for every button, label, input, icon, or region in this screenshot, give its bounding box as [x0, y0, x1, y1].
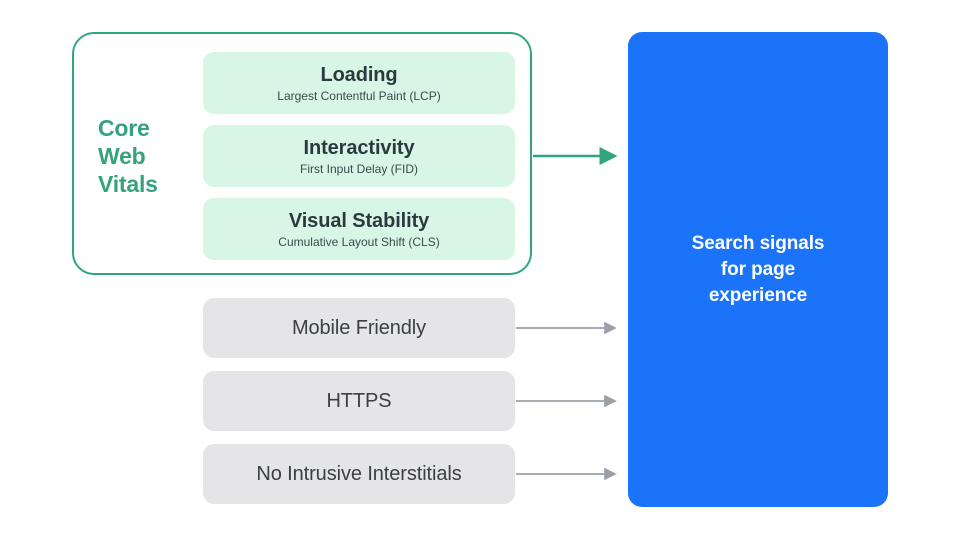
- core-web-vitals-label: Core Web Vitals: [98, 114, 188, 198]
- signal-card-no-intrusive-interstitials: No Intrusive Interstitials: [203, 444, 515, 504]
- search-signals-panel: Search signals for page experience: [628, 32, 888, 507]
- signal-label: No Intrusive Interstitials: [256, 463, 462, 485]
- core-web-vitals-label-line-3: Vitals: [98, 171, 158, 197]
- metric-title: Visual Stability: [288, 209, 430, 232]
- core-web-vitals-group: [72, 32, 532, 275]
- core-web-vitals-label-line-2: Web: [98, 143, 146, 169]
- metric-subtitle: First Input Delay (FID): [299, 161, 419, 176]
- signal-label: HTTPS: [326, 390, 392, 412]
- signal-card-mobile-friendly: Mobile Friendly: [203, 298, 515, 358]
- metric-subtitle: Cumulative Layout Shift (CLS): [278, 234, 440, 249]
- metric-title: Interactivity: [303, 136, 415, 159]
- core-web-vitals-label-line-1: Core: [98, 115, 150, 141]
- metric-card-loading: Loading Largest Contentful Paint (LCP): [203, 52, 515, 114]
- search-signals-panel-text: Search signals for page experience: [691, 232, 825, 306]
- metric-title: Loading: [320, 63, 398, 86]
- signal-label: Mobile Friendly: [291, 317, 427, 339]
- signal-card-https: HTTPS: [203, 371, 515, 431]
- metric-card-interactivity: Interactivity First Input Delay (FID): [203, 125, 515, 187]
- metric-subtitle: Largest Contentful Paint (LCP): [277, 88, 441, 103]
- metric-card-visual-stability: Visual Stability Cumulative Layout Shift…: [203, 198, 515, 260]
